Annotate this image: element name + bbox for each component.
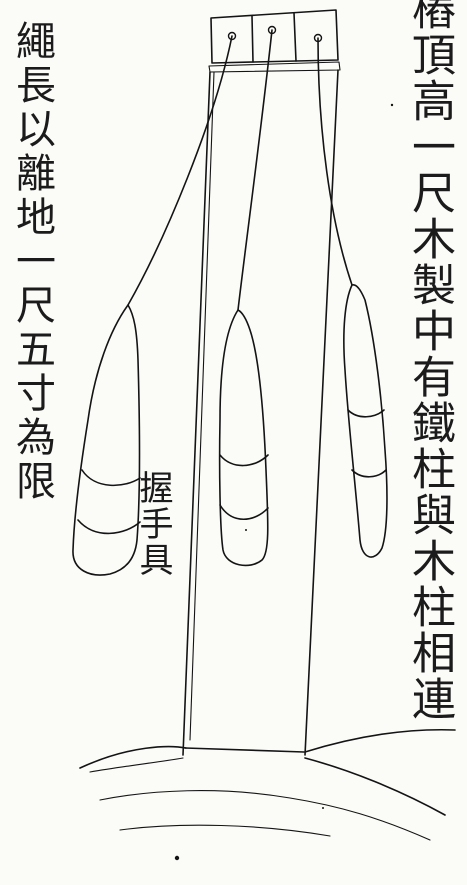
rope-middle [237,29,273,311]
grip-label: 握手具 [133,470,173,578]
ropes [127,29,353,311]
grip-right [343,284,388,558]
caption-left-column: 繩長以離地一尺五寸為限 [9,20,55,504]
post-shaft [182,69,339,756]
paper-specks [174,103,394,861]
caption-right-column: 樁頂高一尺木製中有鐵柱與木柱相連 [404,0,455,722]
rope-right [317,37,353,286]
post-top-cap [208,9,341,73]
grip-left [72,304,141,576]
ground-lines [79,728,456,841]
grip-middle [218,309,269,567]
rope-left [127,35,233,306]
